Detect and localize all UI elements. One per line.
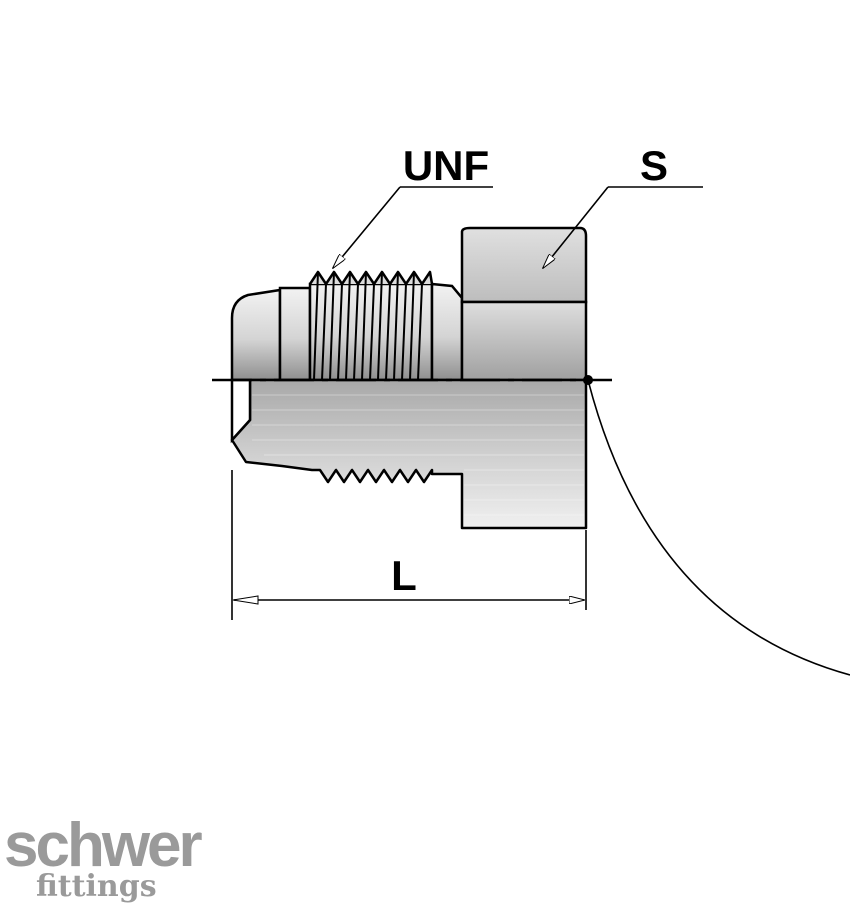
s-label: S — [640, 142, 668, 189]
hex-flat-mid — [460, 300, 588, 382]
unf-label: UNF — [403, 142, 489, 189]
section-body — [230, 378, 588, 530]
fitting-exterior — [230, 226, 588, 382]
length-dimension: L — [231, 470, 587, 620]
fitting-section — [230, 378, 588, 530]
s-callout: S — [543, 142, 703, 268]
unf-callout: UNF — [333, 142, 493, 268]
flare-nose — [230, 288, 282, 382]
section-hatching — [252, 394, 584, 516]
thread-flanks — [313, 271, 423, 381]
neck-collar — [278, 286, 312, 382]
hex-flat-top — [460, 226, 588, 304]
schwer-logo: schwer fittings — [4, 811, 206, 904]
length-label: L — [391, 552, 417, 599]
logo-wordmark: schwer — [4, 811, 203, 880]
leader-curve — [587, 379, 850, 676]
thread-runout — [430, 282, 464, 382]
logo-subtitle: fittings — [36, 869, 157, 904]
